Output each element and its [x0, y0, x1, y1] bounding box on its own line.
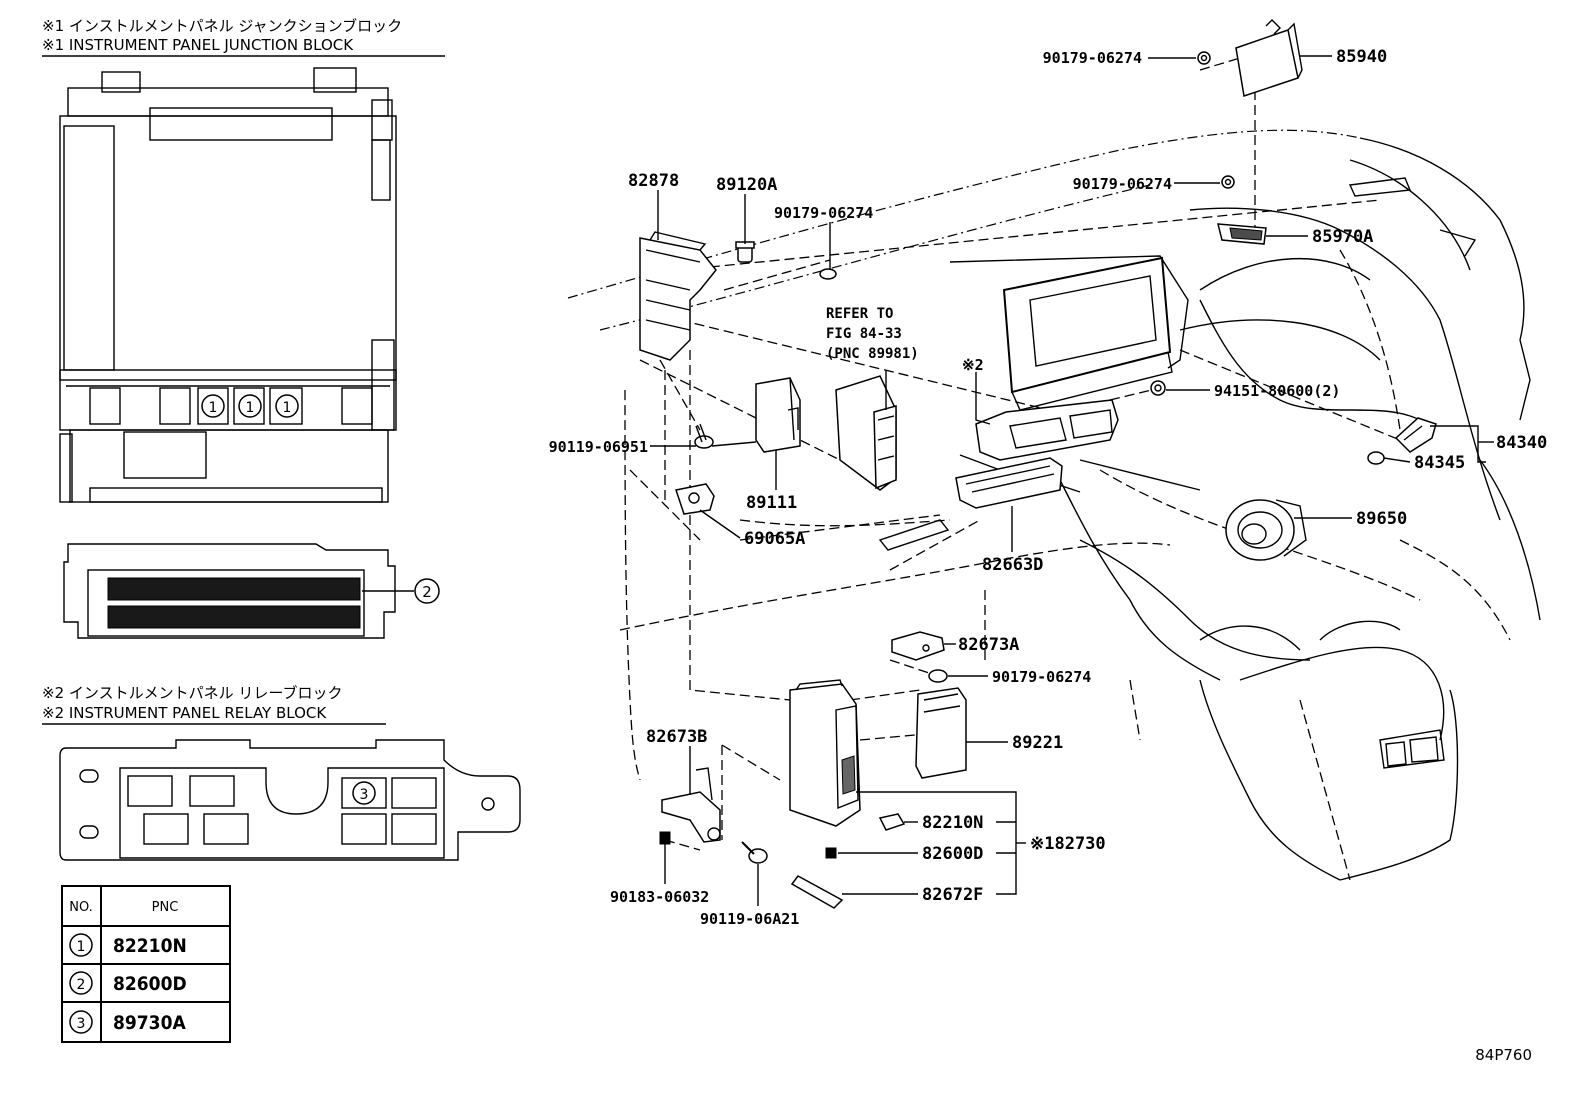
part-bolt-90119-06951	[694, 423, 714, 449]
table-row-3-pnc: 89730A	[113, 1012, 186, 1034]
label-90183-06032: 90183-06032	[610, 888, 709, 906]
part-82663d-block	[955, 457, 1063, 509]
label-82600d: 82600D	[922, 844, 983, 864]
junction-block-connector-view	[63, 543, 396, 639]
header2-en: ※2 INSTRUMENT PANEL RELAY BLOCK	[42, 704, 327, 722]
part-82878-bracket	[639, 231, 717, 361]
svg-text:1: 1	[283, 400, 292, 416]
part-nut-90179-a	[1197, 51, 1211, 65]
svg-text:2: 2	[422, 583, 432, 601]
label-89221: 89221	[1012, 733, 1063, 753]
part-82730-junction-block	[789, 679, 861, 827]
part-84340-switch	[1394, 417, 1437, 453]
part-relay-block-assy	[975, 399, 1119, 461]
marker-1-b: 1	[238, 394, 262, 418]
part-69065a-block	[675, 483, 715, 515]
label-82673b: 82673B	[646, 727, 707, 747]
part-89111-sensor	[755, 377, 801, 453]
part-nut-90179-d	[928, 669, 948, 683]
table-row-1-marker	[69, 933, 93, 957]
label-84340: 84340	[1496, 433, 1547, 453]
part-89120a-clip	[735, 241, 755, 263]
refer-line-3: (PNC 89981)	[826, 346, 919, 362]
table-row-3-no: 3	[77, 1016, 86, 1032]
marker-1-a: 1	[201, 394, 225, 418]
table-row-1-pnc: 82210N	[113, 935, 187, 957]
part-89650-switch	[1225, 499, 1307, 561]
marker-2: 2	[414, 578, 440, 604]
label-90179-06274-b: 90179-06274	[1073, 175, 1172, 193]
part-nut-90179-b	[1221, 175, 1235, 189]
label-85970a: 85970A	[1312, 227, 1373, 247]
label-90179-06274-a: 90179-06274	[1043, 49, 1142, 67]
table-row-2-marker	[69, 971, 93, 995]
part-89221-ecu	[915, 687, 967, 779]
multi-display	[949, 255, 1189, 411]
label-90119-06951: 90119-06951	[549, 438, 648, 456]
label-90179-06274-c: 90179-06274	[774, 204, 873, 222]
header1-en: ※1 INSTRUMENT PANEL JUNCTION BLOCK	[42, 36, 354, 54]
label-82663d: 82663D	[982, 555, 1043, 575]
label-82730: ※182730	[1030, 834, 1106, 854]
part-82210n-relay	[878, 813, 906, 831]
assembly-lines	[639, 54, 1401, 851]
label-82672f: 82672F	[922, 885, 983, 905]
label-relay-block-mark: ※2	[962, 356, 984, 374]
svg-text:1: 1	[246, 400, 255, 416]
table-header-no: NO.	[69, 900, 93, 915]
header2-jp: ※2 インストルメントパネル リレーブロック	[42, 684, 342, 702]
part-82600d-fuse	[825, 847, 837, 859]
label-89120a: 89120A	[716, 175, 777, 195]
label-85940: 85940	[1336, 47, 1387, 67]
junction-block-front	[59, 67, 397, 503]
label-90119-06a21: 90119-06A21	[700, 910, 799, 928]
pnc-table: NO. PNC 1 82210N 2 82600D 3 89730A	[61, 885, 231, 1043]
part-82673b-bracket	[661, 767, 721, 843]
label-90179-06274-d: 90179-06274	[992, 668, 1091, 686]
table-header-pnc: PNC	[152, 900, 179, 915]
label-leaders	[650, 55, 1494, 906]
part-82672f-cover	[790, 875, 844, 909]
refer-line-2: FIG 84-33	[826, 326, 902, 342]
refer-line-1: REFER TO	[826, 306, 893, 322]
label-89650: 89650	[1356, 509, 1407, 529]
svg-text:1: 1	[209, 400, 218, 416]
label-94151-80600: 94151-80600(2)	[1214, 382, 1340, 400]
part-nut-84345	[1367, 451, 1385, 465]
label-89111: 89111	[746, 493, 797, 513]
marker-1-c: 1	[275, 394, 299, 418]
label-82673a: 82673A	[958, 635, 1019, 655]
svg-text:3: 3	[360, 787, 369, 803]
part-85970a-bracket	[1217, 223, 1267, 245]
relay-block	[59, 739, 521, 861]
part-nut-94151	[1150, 380, 1166, 396]
figure-id: 84P760	[1475, 1046, 1532, 1064]
label-82210n: 82210N	[922, 813, 983, 833]
label-82878: 82878	[628, 171, 679, 191]
part-nut-90179-c	[819, 268, 837, 280]
part-82673a-bracket	[891, 631, 945, 661]
part-89981-ecu	[835, 375, 897, 491]
header1-jp: ※1 インストルメントパネル ジャンクションブロック	[42, 17, 402, 35]
part-85940-module	[1235, 19, 1303, 97]
table-row-1-no: 1	[77, 939, 86, 955]
part-clip-90183	[659, 831, 671, 845]
dashboard-outline	[567, 129, 1541, 881]
part-bolt-90119-06a21	[741, 841, 768, 864]
label-69065a: 69065A	[744, 529, 805, 549]
table-row-2-no: 2	[77, 977, 86, 993]
table-row-3-marker	[69, 1010, 93, 1034]
table-row-2-pnc: 82600D	[113, 973, 187, 995]
marker-3: 3	[352, 781, 376, 805]
label-84345: 84345	[1414, 453, 1465, 473]
